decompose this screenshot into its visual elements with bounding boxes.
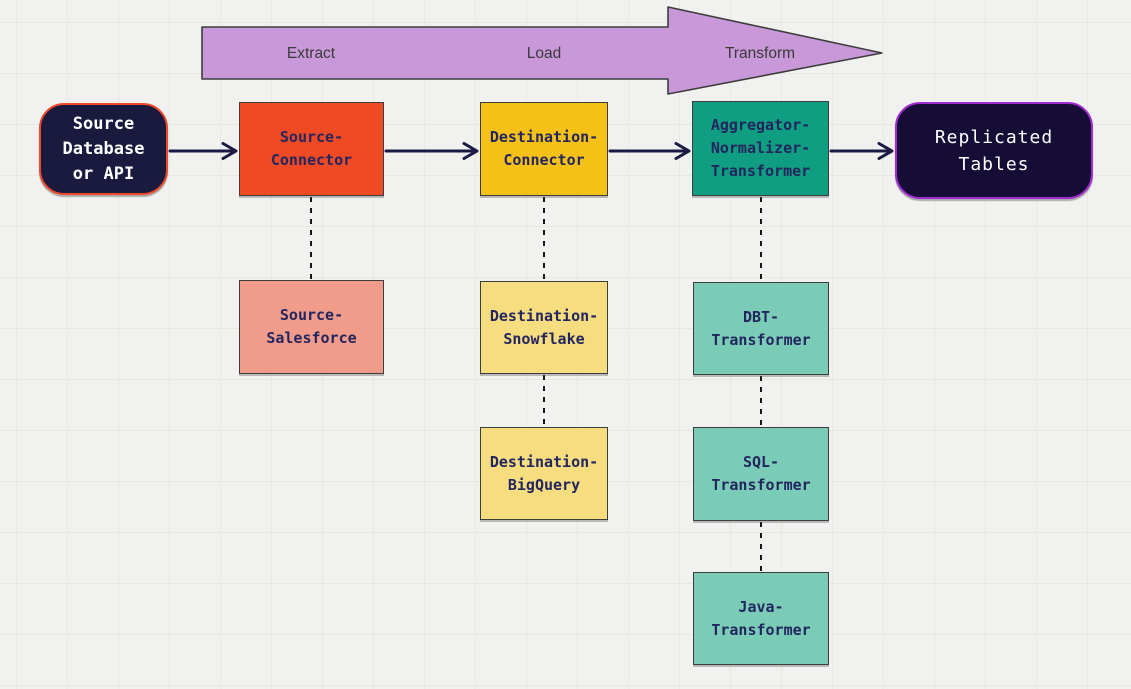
node-source-connector: Source- Connector xyxy=(239,102,384,196)
banner-label-transform: Transform xyxy=(724,45,796,62)
connector-arrow-destination-to-aggregator xyxy=(608,142,691,160)
connector-arrow-aggregator-to-replicated xyxy=(829,142,894,160)
node-destination-bigquery: Destination- BigQuery xyxy=(480,427,608,520)
node-java-transformer: Java- Transformer xyxy=(693,572,829,665)
node-replicated-tables: Replicated Tables xyxy=(895,102,1093,199)
node-sql-transformer: SQL- Transformer xyxy=(693,427,829,521)
node-dbt-transformer: DBT- Transformer xyxy=(693,282,829,375)
node-source-salesforce: Source- Salesforce xyxy=(239,280,384,374)
node-destination-connector: Destination- Connector xyxy=(480,102,608,196)
banner-label-extract: Extract xyxy=(286,45,336,62)
connector-arrow-connector-to-destination xyxy=(384,142,479,160)
banner-label-load: Load xyxy=(526,45,562,62)
node-aggregator-normalizer-transformer: Aggregator- Normalizer- Transformer xyxy=(692,101,829,196)
node-source-database: Source Database or API xyxy=(39,103,168,195)
connector-arrow-source-to-connector xyxy=(168,142,238,160)
node-destination-snowflake: Destination- Snowflake xyxy=(480,281,608,374)
elt-banner-arrow xyxy=(201,6,883,95)
